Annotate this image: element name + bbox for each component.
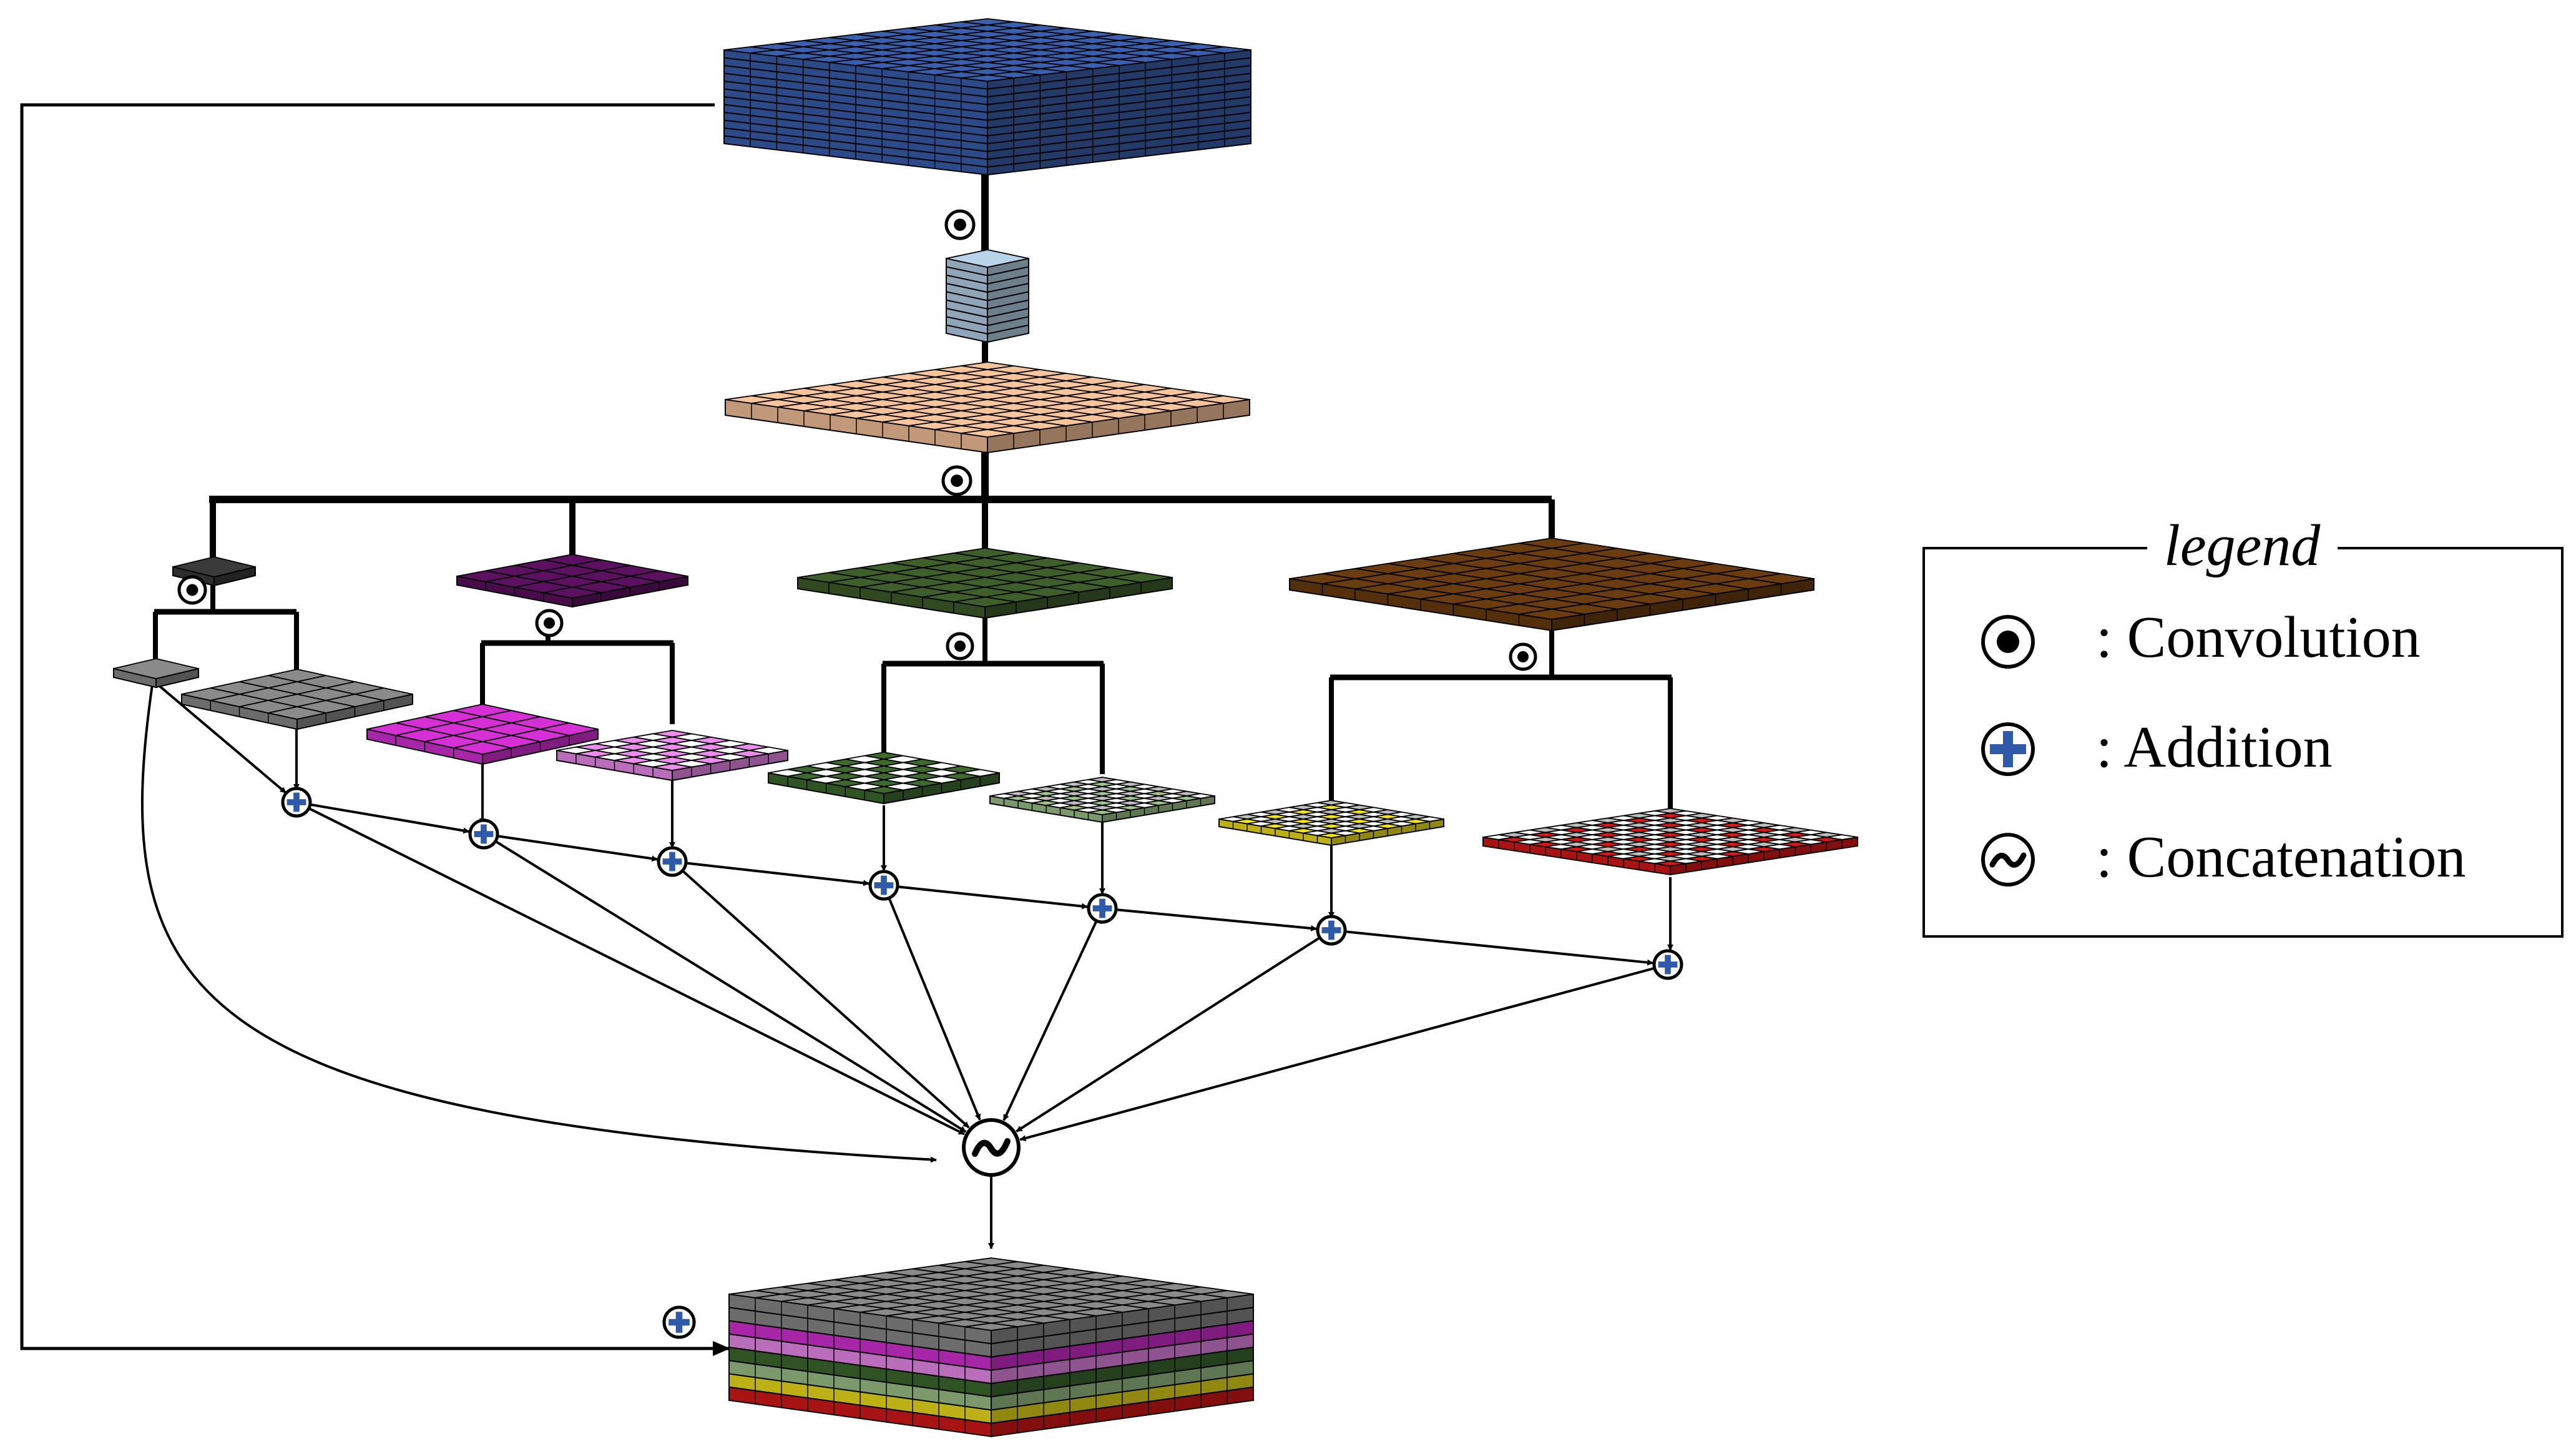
- branch-3-checker-map: [768, 752, 1000, 805]
- convolved-feature-map: [725, 361, 1250, 454]
- connector-lines: [20, 103, 1673, 1356]
- branch-3-light-map: [989, 777, 1215, 823]
- addition-icon: [657, 846, 688, 877]
- output-feature-tensor: [728, 1257, 1254, 1438]
- convolution-icon: [946, 632, 974, 661]
- legend-convolution-label: : Convolution: [2096, 605, 2421, 670]
- legend-title: legend: [2164, 513, 2321, 578]
- convolution-icon: [1981, 615, 2035, 669]
- branch-2-magenta-map: [366, 704, 599, 765]
- convolution-icon: [944, 209, 976, 240]
- branch-1-gray-map: [181, 669, 413, 730]
- addition-icon: [281, 787, 312, 818]
- convolution-icon: [177, 575, 207, 605]
- operator-nodes: [177, 209, 1683, 1339]
- legend-concatenation-label: : Concatenation: [2096, 825, 2466, 890]
- concatenation-icon: [1981, 833, 2035, 887]
- branch-4-yellow-map: [1218, 800, 1444, 847]
- kernel-tensor: [946, 249, 1029, 343]
- branch-2-checker-map: [556, 730, 788, 782]
- input-feature-tensor: [723, 18, 1251, 176]
- addition-icon: [468, 818, 499, 850]
- addition-icon: [1981, 722, 2035, 776]
- concatenation-icon: [962, 1118, 1021, 1177]
- addition-icon: [1087, 893, 1118, 924]
- tensor-blocks: [113, 18, 1858, 1438]
- branch-4-feature-map: [1289, 538, 1814, 632]
- branch-1-pooled-map: [113, 658, 199, 689]
- legend-box: legend : Convolution : Addition : Concat…: [1922, 513, 2564, 938]
- branch-3-feature-map: [797, 548, 1173, 619]
- addition-icon: [868, 870, 899, 901]
- addition-icon: [1316, 915, 1347, 946]
- convolution-icon: [1509, 642, 1537, 671]
- branch-4-red-map: [1482, 808, 1858, 876]
- legend-addition-label: : Addition: [2096, 715, 2333, 780]
- convolution-icon: [535, 609, 564, 637]
- branch-2-feature-map: [456, 554, 688, 608]
- addition-icon: [1652, 949, 1683, 980]
- convolution-icon: [941, 465, 972, 496]
- addition-icon: [662, 1305, 696, 1339]
